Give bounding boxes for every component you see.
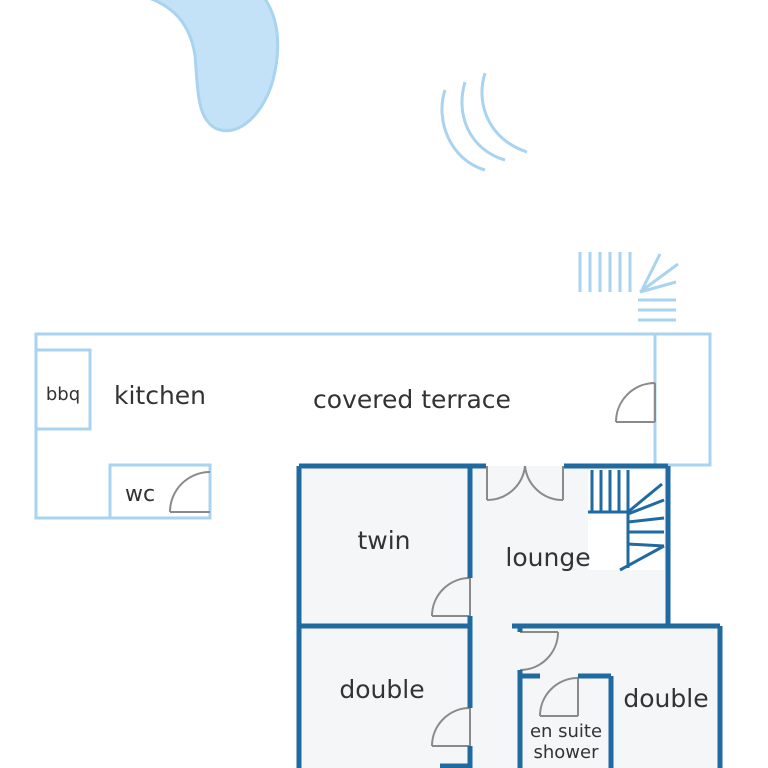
wc-door <box>169 471 211 513</box>
double-left-label: double <box>339 675 424 704</box>
double-right-label: double <box>623 684 708 713</box>
pool-shape <box>150 0 280 132</box>
interior-floors <box>300 466 720 768</box>
kitchen-label: kitchen <box>114 381 206 410</box>
wc-label: wc <box>125 482 155 507</box>
ensuite-label-line1: en suite <box>530 721 602 742</box>
spiral-stairs-icon <box>588 470 665 572</box>
outdoor-stairs-icon <box>578 252 679 322</box>
terrace-outline <box>34 332 712 520</box>
lounge-french-doors <box>486 465 564 502</box>
curved-arcs-icon <box>440 72 528 172</box>
lounge-label: lounge <box>505 543 590 572</box>
covered-terrace-label: covered terrace <box>313 385 511 414</box>
bbq-label: bbq <box>46 384 80 405</box>
ensuite-label-line2: shower <box>534 742 600 763</box>
twin-label: twin <box>357 526 410 555</box>
terrace-door <box>615 382 656 423</box>
interior-doors <box>431 577 579 747</box>
interior-walls <box>296 463 723 768</box>
